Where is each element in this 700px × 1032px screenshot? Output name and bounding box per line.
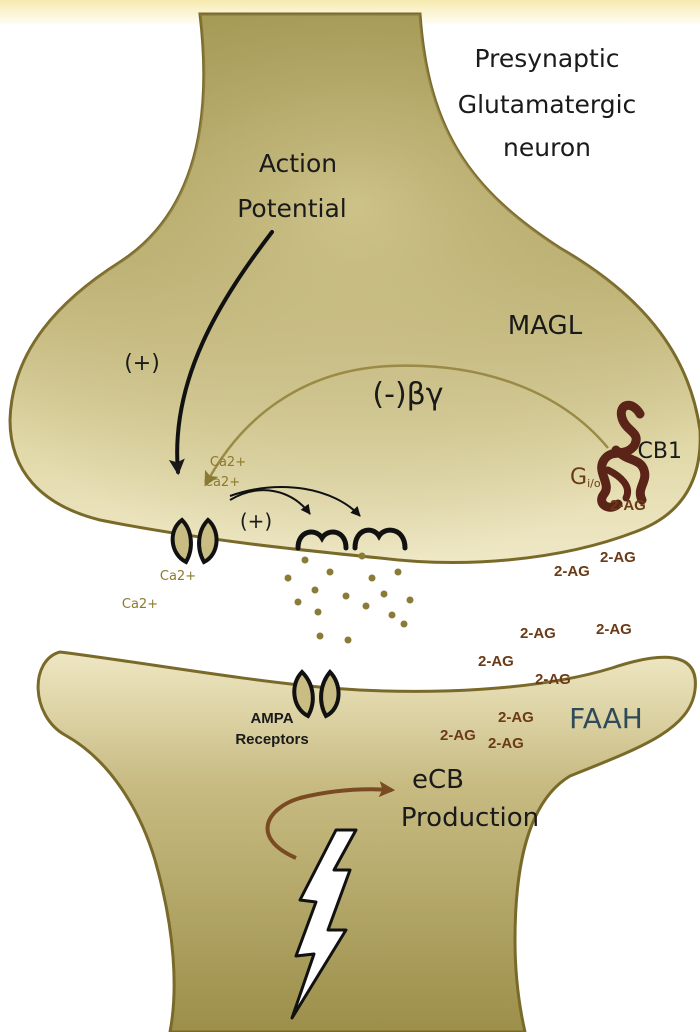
plus-label-mid: (+) — [240, 509, 272, 533]
glutamate-dot — [407, 597, 414, 604]
glutamate-dot — [389, 612, 396, 619]
two-ag-label: 2-AG — [535, 671, 571, 688]
presynaptic-label-line2: Glutamatergic — [458, 90, 637, 119]
glutamate-dot — [363, 603, 370, 610]
two-ag-label: 2-AG — [596, 621, 632, 638]
glutamate-dot — [359, 553, 366, 560]
two-ag-label: 2-AG — [554, 563, 590, 580]
glutamate-dot — [381, 591, 388, 598]
glutamate-dot — [327, 569, 334, 576]
action-potential-label-line1: Action — [259, 149, 337, 178]
presynaptic-label-line1: Presynaptic — [474, 44, 619, 73]
ampa-label-line2: Receptors — [235, 731, 308, 748]
minus-beta-gamma-label: (-)βγ — [372, 377, 443, 412]
glutamate-dot — [295, 599, 302, 606]
ampa-label-line1: AMPA — [250, 710, 293, 727]
glutamate-dot — [401, 621, 408, 628]
magl-label: MAGL — [508, 311, 583, 341]
glutamate-dot — [317, 633, 324, 640]
glutamate-dot — [302, 557, 309, 564]
ca2-label-top-1: Ca2+ — [210, 455, 246, 470]
two-ag-label: 2-AG — [488, 735, 524, 752]
gio-main: G — [570, 465, 587, 490]
two-ag-label: 2-AG — [498, 709, 534, 726]
ca2-label-bottom-2: Ca2+ — [122, 597, 158, 612]
glutamate-dot — [369, 575, 376, 582]
glutamate-dot — [343, 593, 350, 600]
two-ag-label: 2-AG — [440, 727, 476, 744]
action-potential-label-line2: Potential — [237, 194, 347, 223]
ecb-label-line2: Production — [401, 803, 539, 833]
glutamate-dot — [345, 637, 352, 644]
glutamate-dot — [312, 587, 319, 594]
ecb-label-line1: eCB — [412, 765, 464, 795]
presynaptic-label-line3: neuron — [503, 133, 591, 162]
glutamate-dot — [285, 575, 292, 582]
glutamate-dot — [395, 569, 402, 576]
two-ag-label: 2-AG — [478, 653, 514, 670]
two-ag-label: 2-AG — [520, 625, 556, 642]
faah-label: FAAH — [569, 702, 643, 735]
two-ag-label: 2-AG — [610, 497, 646, 514]
cb1-label: CB1 — [638, 439, 682, 464]
two-ag-label: 2-AG — [600, 549, 636, 566]
gio-subscript: i/o — [587, 477, 601, 490]
ca2-label-bottom-1: Ca2+ — [160, 569, 196, 584]
glutamate-dot — [315, 609, 322, 616]
ca2-label-top-2: Ca2+ — [204, 475, 240, 490]
plus-label-left: (+) — [124, 351, 160, 376]
